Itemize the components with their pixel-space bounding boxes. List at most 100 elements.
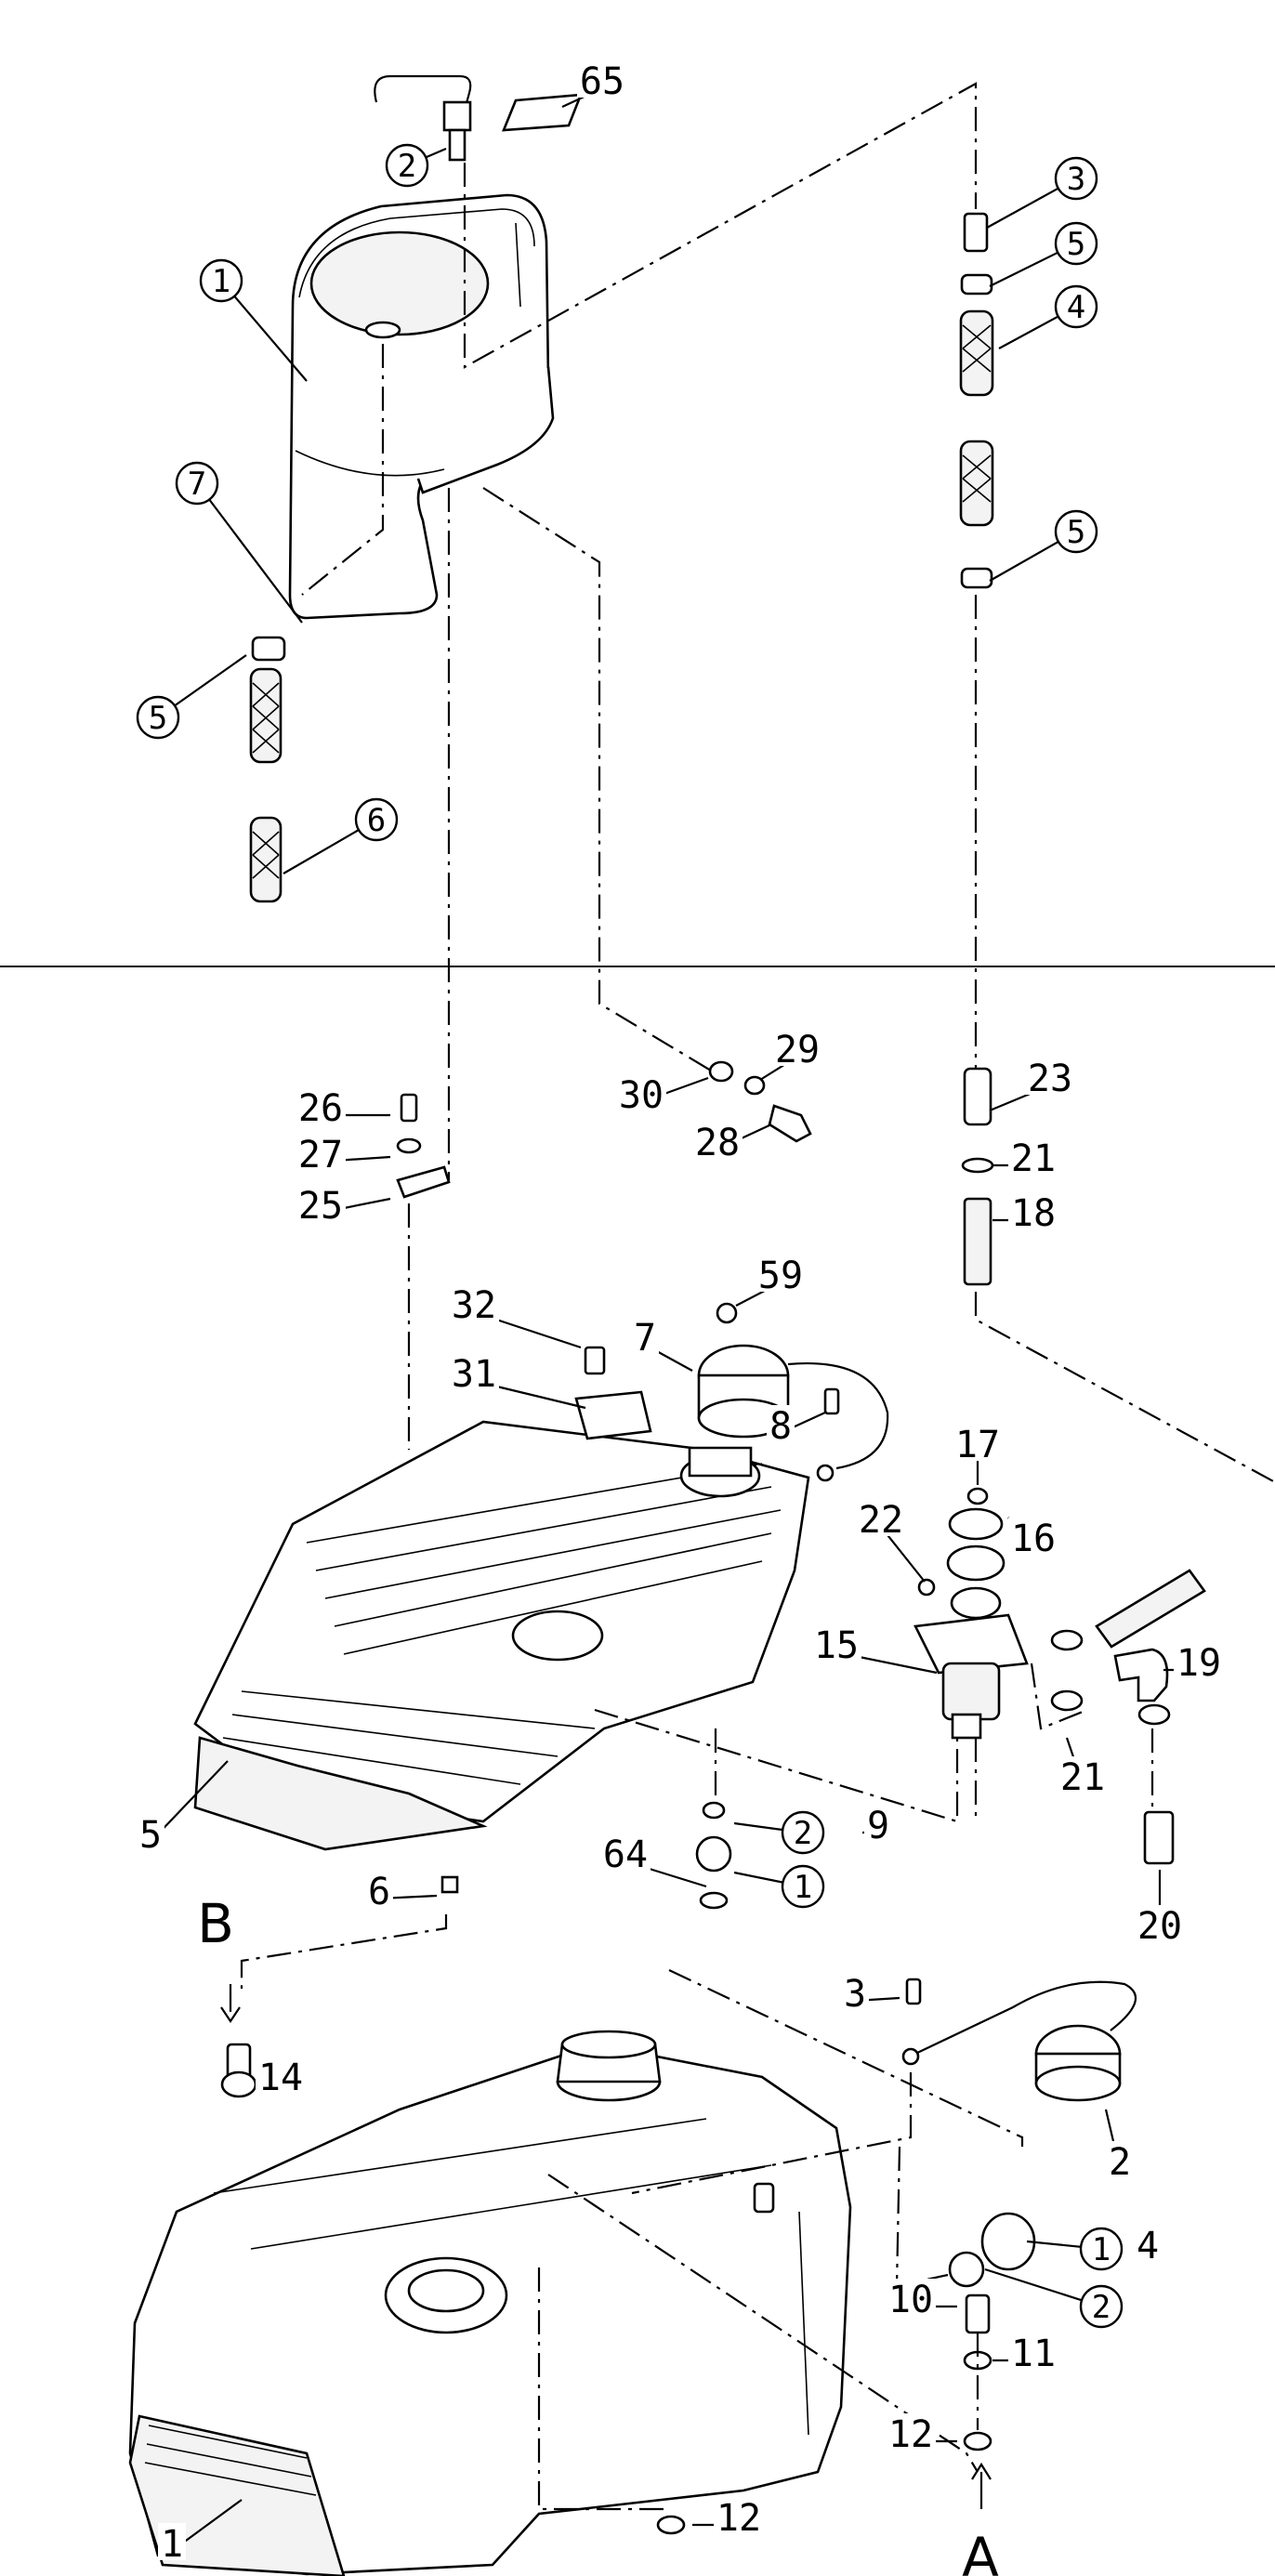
callout-number: 5 xyxy=(1067,226,1085,263)
callout-bg-n5 xyxy=(137,1814,164,1851)
callout-n3: 3 xyxy=(844,1973,866,2016)
callout-number: 5 xyxy=(1067,514,1085,551)
callout-n59: 59 xyxy=(758,1255,803,1297)
callout-bg-n20 xyxy=(1135,1905,1185,1942)
callout-bg-n3 xyxy=(841,1973,869,2010)
callout-bg-n12a xyxy=(886,2413,936,2451)
callout-n17: 17 xyxy=(955,1424,1000,1466)
callout-number: 2 xyxy=(398,148,416,185)
callout-bg-n32 xyxy=(449,1284,499,1321)
callout-number: 2 xyxy=(1092,2289,1111,2326)
callout-bg-n12b xyxy=(714,2497,764,2534)
callout-circled-c9a: 1 xyxy=(781,1864,825,1909)
callout-n11: 11 xyxy=(1011,2333,1056,2375)
callout-n26: 26 xyxy=(298,1087,343,1130)
basin-assembly xyxy=(288,74,583,620)
callout-circle xyxy=(385,143,429,188)
callout-circle xyxy=(354,797,399,842)
callout-bg-n59 xyxy=(756,1255,806,1292)
callout-number: 2 xyxy=(794,1815,812,1852)
callout-n25: 25 xyxy=(298,1185,343,1228)
callout-bg-n17 xyxy=(953,1424,1003,1461)
callout-bg-n9 xyxy=(864,1805,892,1842)
callout-circled-c9b: 2 xyxy=(781,1810,825,1855)
callout-bg-n23 xyxy=(1025,1058,1075,1095)
callout-number: 3 xyxy=(1067,161,1085,198)
callout-n27: 27 xyxy=(298,1134,343,1176)
callout-circle xyxy=(199,258,243,303)
callout-n7: 7 xyxy=(634,1317,656,1360)
callout-bg-n2 xyxy=(1106,2141,1134,2178)
callout-circled-c6: 6 xyxy=(354,797,399,842)
right-hose xyxy=(959,212,994,589)
left-hose xyxy=(249,636,286,903)
callout-n5: 5 xyxy=(139,1814,162,1857)
callout-bg-n1 xyxy=(158,2523,186,2560)
callout-number: 7 xyxy=(188,466,206,503)
callout-bg-n65 xyxy=(577,60,627,98)
callout-n16: 16 xyxy=(1011,1518,1056,1560)
leader-c1 xyxy=(220,280,308,382)
callout-circle xyxy=(136,695,180,740)
callout-circle xyxy=(1054,509,1098,554)
callout-bg-n31 xyxy=(449,1353,499,1390)
callout-number: 1 xyxy=(212,263,230,300)
view-letter-vB: B xyxy=(197,1892,234,1955)
callout-bg-n21a xyxy=(1008,1137,1058,1175)
callout-bg-n30 xyxy=(616,1074,666,1111)
callout-circled-c5c: 5 xyxy=(1054,509,1098,554)
callout-n28: 28 xyxy=(695,1122,740,1164)
callout-n8: 8 xyxy=(769,1405,792,1448)
callout-n10: 10 xyxy=(888,2279,933,2321)
callout-number: 6 xyxy=(367,802,386,839)
callout-n22: 22 xyxy=(859,1499,903,1542)
callout-bg-n11 xyxy=(1008,2333,1058,2370)
callout-circled-c3: 3 xyxy=(1054,156,1098,201)
callout-bg-n4 xyxy=(1134,2225,1162,2262)
callout-n30: 30 xyxy=(619,1074,664,1117)
callout-circled-c4a: 1 xyxy=(1079,2227,1124,2271)
callout-bg-n22 xyxy=(856,1499,906,1536)
callout-bg-n10 xyxy=(886,2279,936,2316)
callout-n1: 1 xyxy=(161,2523,183,2566)
callout-n21b: 21 xyxy=(1060,1756,1105,1799)
callout-n2: 2 xyxy=(1109,2141,1131,2184)
callout-circled-c5b: 5 xyxy=(1054,221,1098,266)
callout-n64: 64 xyxy=(603,1833,648,1876)
callout-circled-c7: 7 xyxy=(175,461,219,506)
callout-n14: 14 xyxy=(258,2057,303,2099)
callout-circle xyxy=(1079,2227,1124,2271)
callout-n12b: 12 xyxy=(716,2497,761,2540)
callout-bg-n16 xyxy=(1008,1518,1058,1555)
callout-n20: 20 xyxy=(1137,1905,1182,1948)
callout-bg-n19 xyxy=(1174,1642,1224,1679)
callout-n15: 15 xyxy=(814,1624,859,1667)
callout-bg-n21b xyxy=(1058,1756,1108,1794)
callout-circle xyxy=(1079,2284,1124,2329)
view-letter-vA: A xyxy=(962,2526,999,2576)
callout-circled-c1: 1 xyxy=(199,258,243,303)
callout-circle xyxy=(781,1810,825,1855)
callout-circle xyxy=(781,1864,825,1909)
callout-bg-n18 xyxy=(1008,1192,1058,1229)
callout-n6: 6 xyxy=(368,1871,390,1913)
deck-assembly xyxy=(193,1302,889,1910)
callout-n9: 9 xyxy=(867,1805,889,1847)
callout-circled-c4b: 2 xyxy=(1079,2284,1124,2329)
callout-n23: 23 xyxy=(1028,1058,1072,1100)
callout-n18: 18 xyxy=(1011,1192,1056,1235)
leader-c7 xyxy=(196,482,303,624)
callout-number: 1 xyxy=(1092,2231,1111,2268)
mid-hardware xyxy=(396,1060,994,1286)
callout-circle xyxy=(1054,284,1098,329)
tank-assembly xyxy=(128,1978,1137,2576)
pump-assembly xyxy=(914,1487,1206,1865)
callout-circle xyxy=(1054,221,1098,266)
callout-number: 4 xyxy=(1067,289,1085,326)
callout-bg-n64 xyxy=(600,1833,651,1871)
callout-n4: 4 xyxy=(1137,2225,1159,2267)
callout-bg-n28 xyxy=(692,1122,743,1159)
callout-n19: 19 xyxy=(1176,1642,1221,1685)
callout-bg-n29 xyxy=(772,1029,822,1066)
